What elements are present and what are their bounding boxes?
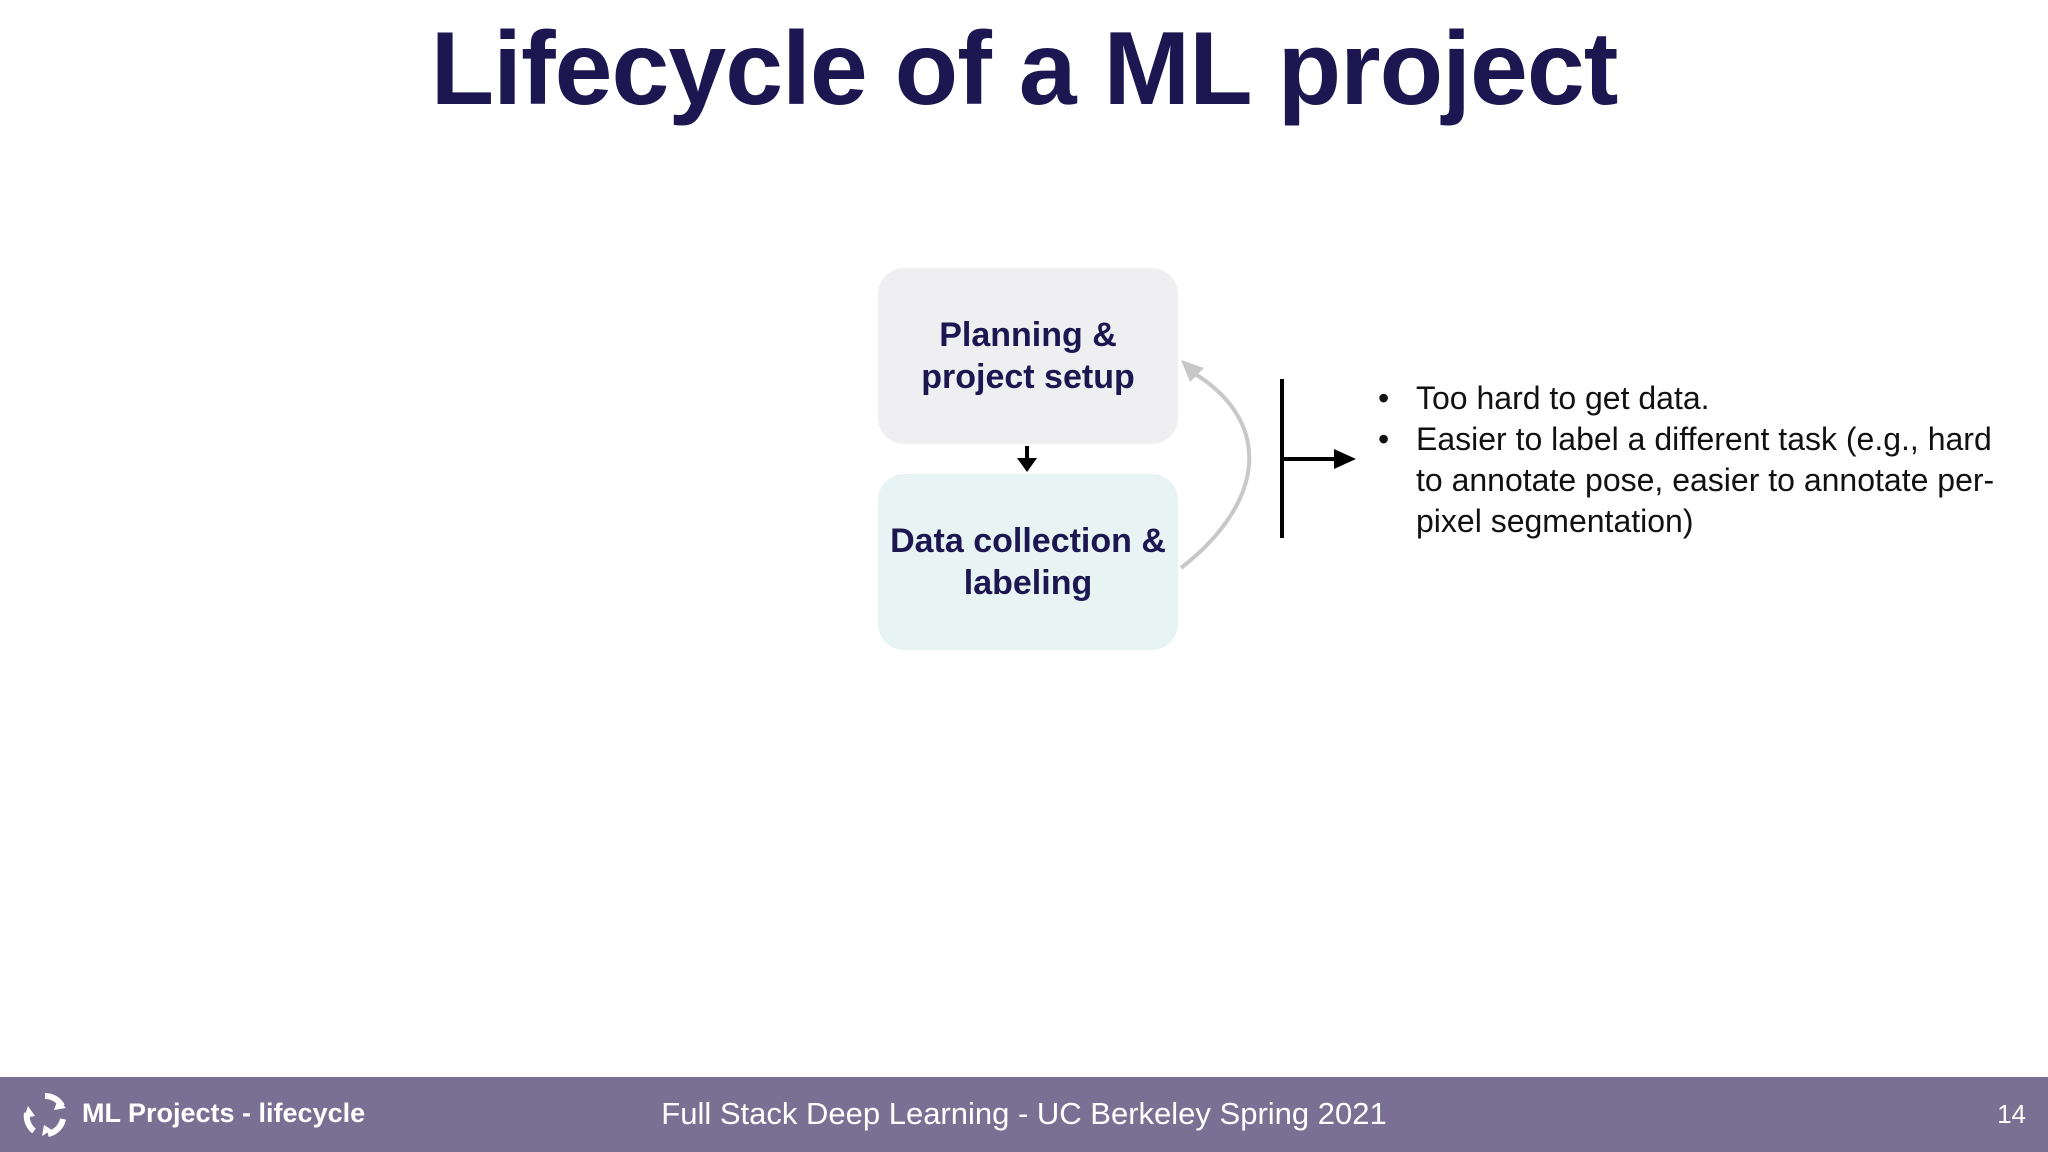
recycle-arrows-icon — [23, 1092, 66, 1137]
data-collection-node: Data collection & labeling — [878, 474, 1178, 650]
reason-item: Too hard to get data. — [1378, 378, 1998, 419]
planning-node: Planning & project setup — [878, 268, 1178, 444]
reason-item: Easier to label a different task (e.g., … — [1378, 419, 1998, 542]
footer-bar: ML Projects - lifecycle Full Stack Deep … — [0, 1077, 2048, 1152]
data-collection-node-label: Data collection & labeling — [890, 522, 1166, 602]
bracket-arrow — [1280, 379, 1356, 538]
planning-node-label: Planning & project setup — [921, 316, 1135, 396]
footer-section-label: ML Projects - lifecycle — [82, 1098, 366, 1128]
page-number: 14 — [1997, 1099, 2026, 1129]
reasons-list: Too hard to get data. Easier to label a … — [1378, 378, 1998, 542]
footer-course-title: Full Stack Deep Learning - UC Berkeley S… — [661, 1096, 1387, 1131]
slide-title: Lifecycle of a ML project — [430, 11, 1619, 127]
edge-planning-to-data — [1017, 446, 1037, 472]
edge-data-to-planning — [1179, 360, 1252, 570]
